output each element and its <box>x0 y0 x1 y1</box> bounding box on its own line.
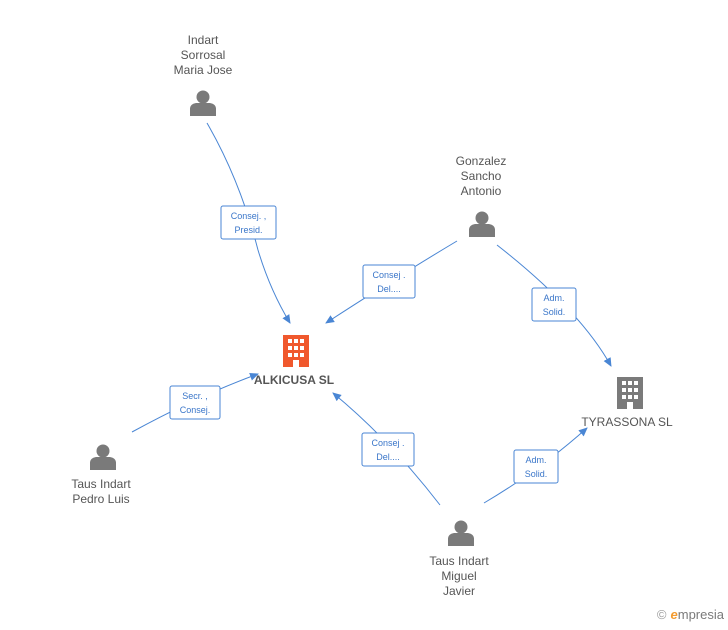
svg-text:Taus Indart: Taus Indart <box>429 554 489 568</box>
svg-text:Gonzalez: Gonzalez <box>456 154 507 168</box>
svg-text:Consej .: Consej . <box>372 270 405 280</box>
svg-text:Consej. ,: Consej. , <box>231 211 267 221</box>
copyright-icon: © <box>656 607 667 622</box>
svg-text:Pedro Luis: Pedro Luis <box>72 492 129 506</box>
svg-text:Consej.: Consej. <box>180 405 211 415</box>
brand-name: mpresia <box>677 607 724 622</box>
person-icon <box>448 520 474 546</box>
node-gonzalez-sancho[interactable]: Gonzalez Sancho Antonio <box>456 154 507 237</box>
node-tyrassona[interactable]: TYRASSONA SL <box>581 377 673 429</box>
role-label-miguel-alkicusa[interactable]: Consej . Del.... <box>361 432 415 467</box>
svg-text:Taus Indart: Taus Indart <box>71 477 131 491</box>
svg-text:Indart: Indart <box>188 33 219 47</box>
role-label-gonzalez-alkicusa[interactable]: Consej . Del.... <box>362 264 416 299</box>
role-label-indart-alkicusa[interactable]: Consej. , Presid. <box>220 205 277 240</box>
empresia-logo[interactable]: ©empresia <box>657 607 724 622</box>
svg-text:Maria Jose: Maria Jose <box>174 63 233 77</box>
node-alkicusa[interactable]: ALKICUSA SL <box>254 335 334 387</box>
svg-text:Sorrosal: Sorrosal <box>181 48 226 62</box>
edge-indart-alkicusa <box>206 122 291 324</box>
role-label-pedro-alkicusa[interactable]: Secr. , Consej. <box>169 385 221 420</box>
svg-text:TYRASSONA SL: TYRASSONA SL <box>581 415 673 429</box>
svg-text:Miguel: Miguel <box>441 569 476 583</box>
brand-initial: e <box>670 607 678 622</box>
svg-text:Consej .: Consej . <box>371 438 404 448</box>
svg-text:Adm.: Adm. <box>525 455 546 465</box>
node-taus-pedro[interactable]: Taus Indart Pedro Luis <box>71 444 131 507</box>
svg-text:Del....: Del.... <box>376 452 400 462</box>
person-icon <box>190 90 216 116</box>
node-indart-sorrosal[interactable]: Indart Sorrosal Maria Jose <box>174 33 233 116</box>
role-label-gonzalez-tyrassona[interactable]: Adm. Solid. <box>531 287 577 322</box>
svg-text:Antonio: Antonio <box>461 184 502 198</box>
building-icon <box>283 335 309 367</box>
node-taus-miguel[interactable]: Taus Indart Miguel Javier <box>429 520 489 599</box>
svg-text:Solid.: Solid. <box>525 469 548 479</box>
svg-text:ALKICUSA SL: ALKICUSA SL <box>254 373 334 387</box>
svg-text:Secr. ,: Secr. , <box>182 391 208 401</box>
building-icon <box>617 377 643 409</box>
svg-text:Javier: Javier <box>443 584 475 598</box>
role-label-miguel-tyrassona[interactable]: Adm. Solid. <box>513 449 559 484</box>
svg-text:Adm.: Adm. <box>543 293 564 303</box>
svg-text:Del....: Del.... <box>377 284 401 294</box>
person-icon <box>469 211 495 237</box>
person-icon <box>90 444 116 470</box>
svg-text:Solid.: Solid. <box>543 307 566 317</box>
svg-text:Sancho: Sancho <box>461 169 502 183</box>
svg-text:Presid.: Presid. <box>234 225 262 235</box>
